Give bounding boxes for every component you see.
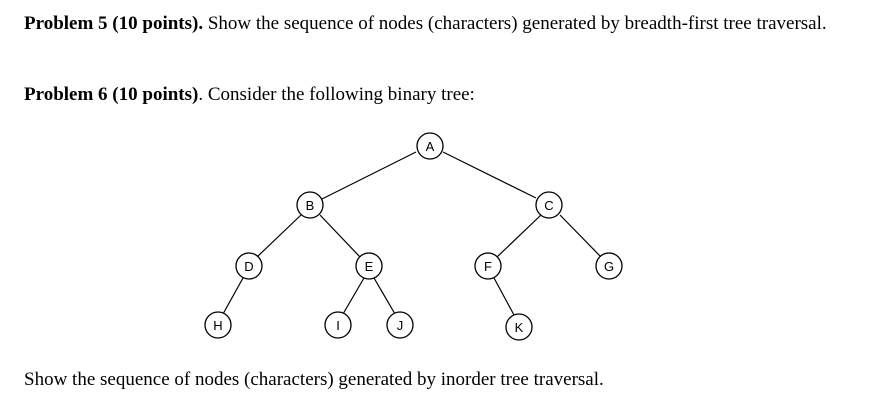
node-b: B (296, 191, 324, 219)
node-g-label: G (604, 259, 614, 274)
node-a: A (416, 132, 444, 160)
edge-b-d (256, 214, 302, 258)
node-d: D (235, 252, 263, 280)
node-j: J (386, 311, 414, 339)
edge-a-c (442, 151, 537, 199)
edge-d-h (222, 277, 244, 315)
node-i-label: I (336, 318, 340, 333)
problem-6-text: . Consider the following binary tree: (198, 84, 475, 105)
edge-e-j (373, 277, 396, 315)
edge-b-e (319, 214, 361, 258)
problem-6-paragraph: Problem 6 (10 points). Consider the foll… (24, 83, 844, 107)
node-d-label: D (244, 259, 253, 274)
tree-nodes: A B C D E F G H (204, 132, 623, 341)
edge-c-f (496, 214, 542, 258)
edge-c-g (559, 214, 602, 258)
problem-6-heading: Problem 6 (10 points) (24, 84, 199, 105)
edge-a-b (321, 151, 417, 200)
node-c: C (535, 191, 563, 219)
tree-edges (222, 151, 602, 316)
node-f: F (474, 252, 502, 280)
node-a-label: A (426, 139, 435, 154)
edge-e-i (342, 277, 365, 315)
problem-5-heading: Problem 5 (10 points). (24, 13, 204, 34)
node-e-label: E (365, 259, 374, 274)
node-j-label: J (397, 318, 404, 333)
node-i: I (324, 311, 352, 339)
problem-6-question: Show the sequence of nodes (characters) … (24, 369, 604, 390)
node-e: E (355, 252, 383, 280)
node-h-label: H (213, 318, 222, 333)
node-c-label: C (544, 198, 553, 213)
node-b-label: B (306, 198, 315, 213)
problem-5-paragraph: Problem 5 (10 points). Show the sequence… (24, 12, 844, 36)
node-h: H (204, 311, 232, 339)
edge-f-k (493, 277, 515, 316)
node-k: K (505, 313, 533, 341)
problem-5-text: Show the sequence of nodes (characters) … (207, 13, 827, 34)
node-f-label: F (484, 259, 492, 274)
node-k-label: K (515, 320, 524, 335)
node-g: G (595, 252, 623, 280)
